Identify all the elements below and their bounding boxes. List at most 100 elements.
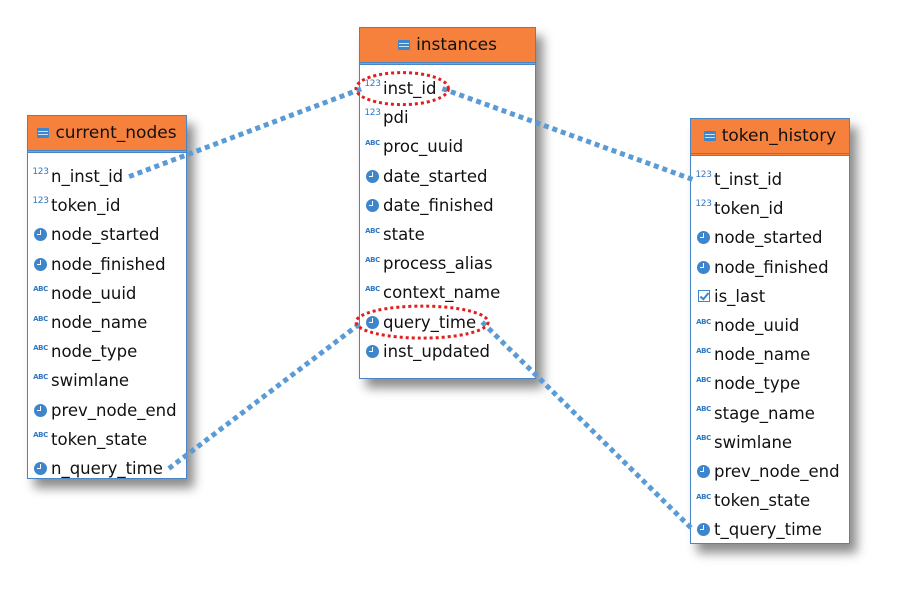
table-title: token_history [721, 126, 837, 146]
relationship-link [167, 320, 364, 471]
column-name: query_time [383, 312, 477, 332]
column-name: prev_node_end [714, 461, 840, 481]
clock-icon [695, 231, 712, 245]
column-name: node_type [714, 374, 801, 394]
column-name: node_finished [51, 254, 166, 274]
column-name: context_name [383, 283, 501, 303]
clock-icon [32, 461, 49, 475]
clock-icon [32, 257, 49, 271]
clock-icon [695, 523, 712, 537]
column-name: node_uuid [714, 316, 800, 336]
column-name: inst_id [383, 79, 437, 99]
column-name: token_id [714, 199, 784, 219]
text-type-icon: ABC [696, 317, 711, 326]
text-type-icon: ABC [696, 434, 711, 443]
clock-icon [364, 344, 381, 358]
text-type-icon: ABC [696, 346, 711, 355]
checkbox-icon [695, 290, 712, 303]
column-name: node_name [51, 313, 148, 333]
column-name: proc_uuid [383, 137, 464, 157]
numeric-type-icon: 123 [32, 166, 49, 177]
column-name: is_last [714, 286, 766, 306]
text-type-icon: ABC [365, 138, 380, 147]
column-row[interactable]: inst_updated [360, 337, 535, 366]
column-name: pdi [383, 108, 409, 128]
column-row[interactable]: prev_node_end [691, 457, 849, 486]
column-name: date_finished [383, 195, 494, 215]
text-type-icon: ABC [33, 314, 48, 323]
column-name: stage_name [714, 403, 815, 423]
column-row[interactable]: date_finished [360, 191, 535, 220]
clock-icon [364, 169, 381, 183]
table-title: current_nodes [55, 123, 177, 143]
column-name: process_alias [383, 254, 493, 274]
column-name: inst_updated [383, 341, 490, 361]
clock-icon [695, 464, 712, 478]
table-icon [37, 128, 50, 138]
column-row[interactable]: n_query_time [28, 454, 186, 483]
text-type-icon: ABC [33, 343, 48, 352]
column-name: node_started [51, 225, 160, 245]
column-name: token_id [51, 196, 121, 216]
column-row[interactable]: node_started [691, 223, 849, 252]
column-name: n_inst_id [51, 167, 124, 187]
clock-icon [364, 198, 381, 212]
column-row[interactable]: query_time [360, 308, 535, 337]
table-icon [398, 40, 411, 50]
column-name: node_finished [714, 257, 829, 277]
numeric-type-icon: 123 [32, 195, 49, 206]
column-name: state [383, 225, 425, 245]
column-row[interactable]: t_query_time [691, 515, 849, 544]
column-row[interactable]: node_finished [691, 253, 849, 282]
column-name: swimlane [51, 371, 130, 391]
numeric-type-icon: 123 [695, 198, 712, 209]
text-type-icon: ABC [33, 285, 48, 294]
column-name: swimlane [714, 432, 793, 452]
text-type-icon: ABC [696, 492, 711, 501]
column-name: t_query_time [714, 520, 822, 540]
column-row[interactable]: is_last [691, 282, 849, 311]
column-name: n_query_time [51, 458, 163, 478]
text-type-icon: ABC [365, 255, 380, 264]
clock-icon [32, 228, 49, 242]
numeric-type-icon: 123 [695, 169, 712, 180]
column-row[interactable]: node_started [28, 220, 186, 249]
column-name: date_started [383, 166, 488, 186]
column-row[interactable]: node_finished [28, 250, 186, 279]
column-row[interactable]: prev_node_end [28, 396, 186, 425]
text-type-icon: ABC [33, 372, 48, 381]
numeric-type-icon: 123 [364, 78, 381, 89]
clock-icon [364, 315, 381, 329]
table-header: current_nodes [28, 116, 186, 153]
text-type-icon: ABC [33, 431, 48, 440]
column-row[interactable]: date_started [360, 162, 535, 191]
clock-icon [32, 403, 49, 417]
text-type-icon: ABC [696, 405, 711, 414]
